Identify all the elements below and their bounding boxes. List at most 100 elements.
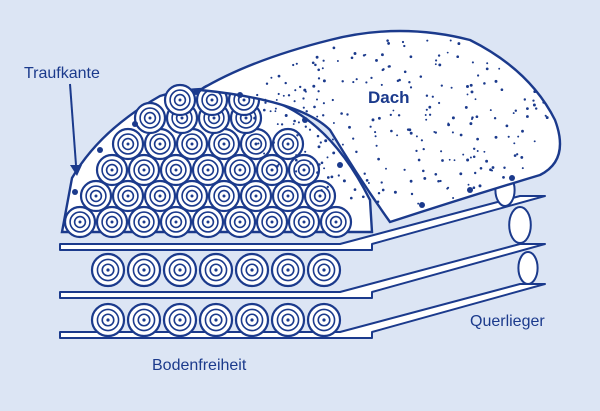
log-end: [239, 179, 273, 213]
log-ring: [197, 211, 219, 233]
log-end: [270, 302, 306, 338]
label-crossbeams: Querlieger: [470, 313, 545, 330]
log-ring: [169, 215, 183, 229]
log-end: [319, 205, 353, 239]
roof-speckle: [425, 94, 429, 97]
roof-speckle: [448, 158, 451, 161]
log-core: [222, 194, 226, 198]
roof-speckle: [317, 145, 321, 149]
roof-speckle: [353, 52, 357, 55]
log-core: [286, 142, 290, 146]
roof-speckle: [491, 166, 495, 169]
roof-speckle: [380, 53, 384, 57]
log-ring: [297, 163, 311, 177]
label-roof: Dach: [368, 88, 410, 107]
log-end: [95, 205, 129, 239]
roof-speckle: [434, 131, 437, 134]
roof-speckle: [428, 105, 432, 109]
roof-speckle: [452, 196, 455, 200]
roof-speckle: [478, 184, 482, 188]
roof-speckle: [425, 108, 428, 111]
log-core: [206, 168, 210, 172]
log-end: [126, 252, 162, 288]
log-core: [110, 168, 114, 172]
roof-speckle: [311, 61, 315, 65]
log-ring: [233, 215, 247, 229]
roof-speckle: [374, 131, 377, 134]
roof-speckle: [396, 79, 400, 83]
log-ring: [133, 211, 155, 233]
roof-speckle: [377, 191, 381, 195]
roof-speckle: [422, 147, 425, 151]
log-end: [95, 153, 129, 187]
roof-speckle: [513, 142, 516, 145]
roof-speckle: [309, 162, 312, 165]
log-ring: [153, 189, 167, 203]
roof-speckle: [349, 196, 353, 200]
roof-speckle: [312, 84, 316, 88]
roof-speckle: [322, 59, 325, 62]
roof-speckle: [475, 115, 479, 119]
roof-speckle: [302, 97, 305, 100]
log-ring: [249, 137, 263, 151]
roof-fastener: [302, 117, 308, 123]
roof-speckle: [287, 94, 291, 97]
log-core: [322, 268, 326, 272]
log-core: [110, 220, 114, 224]
log-ring: [101, 211, 123, 233]
roof-speckle: [525, 115, 529, 118]
roof-speckle: [397, 114, 401, 117]
roof-speckle: [346, 113, 349, 116]
log-ring: [96, 258, 120, 282]
log-ring: [245, 263, 259, 277]
log-core: [270, 220, 274, 224]
log-end: [271, 179, 305, 213]
roof-speckle: [459, 172, 463, 176]
roof-speckle: [331, 98, 334, 102]
roof-speckle: [451, 131, 454, 134]
log-ring: [209, 313, 223, 327]
roof-speckle: [284, 81, 287, 85]
log-core: [158, 142, 162, 146]
log-end: [270, 252, 306, 288]
roof-speckle: [485, 67, 489, 71]
roof-speckle: [459, 133, 463, 137]
roof-speckle: [381, 68, 384, 72]
log-core: [244, 116, 248, 120]
roof-speckle: [409, 131, 413, 135]
roof-speckle: [270, 76, 273, 79]
log-ring: [209, 263, 223, 277]
roof-speckle: [263, 152, 266, 155]
roof-speckle: [277, 92, 280, 96]
roof-speckle: [315, 98, 319, 101]
roof-fastener: [97, 147, 103, 153]
roof-speckle: [494, 79, 498, 83]
roof-speckle: [473, 171, 477, 175]
roof-speckle: [294, 170, 298, 173]
roof-speckle: [457, 42, 461, 46]
log-ring: [139, 107, 161, 129]
log-ring: [169, 163, 183, 177]
log-core: [242, 98, 246, 102]
roof-speckle: [280, 123, 284, 126]
roof-speckle: [532, 103, 536, 107]
roof-speckle: [438, 63, 442, 67]
labels: Traufkante Dach Querlieger Bodenfreiheit: [24, 65, 545, 374]
log-end: [127, 205, 161, 239]
roof-speckle: [464, 105, 468, 109]
roof-speckle: [305, 110, 308, 113]
roof-speckle: [470, 117, 474, 121]
log-ring: [313, 189, 327, 203]
roof-speckle: [265, 82, 269, 85]
roof-speckle: [323, 167, 326, 170]
log-end: [287, 153, 321, 187]
roof-speckle: [466, 93, 469, 96]
log-end: [127, 153, 161, 187]
eaves-arrow-line: [69, 83, 77, 166]
roof-speckle: [503, 166, 506, 169]
log-end: [255, 153, 289, 187]
log-core: [178, 98, 182, 102]
roof-speckle: [516, 153, 519, 156]
roof-speckle: [408, 128, 412, 132]
log-ring: [173, 263, 187, 277]
